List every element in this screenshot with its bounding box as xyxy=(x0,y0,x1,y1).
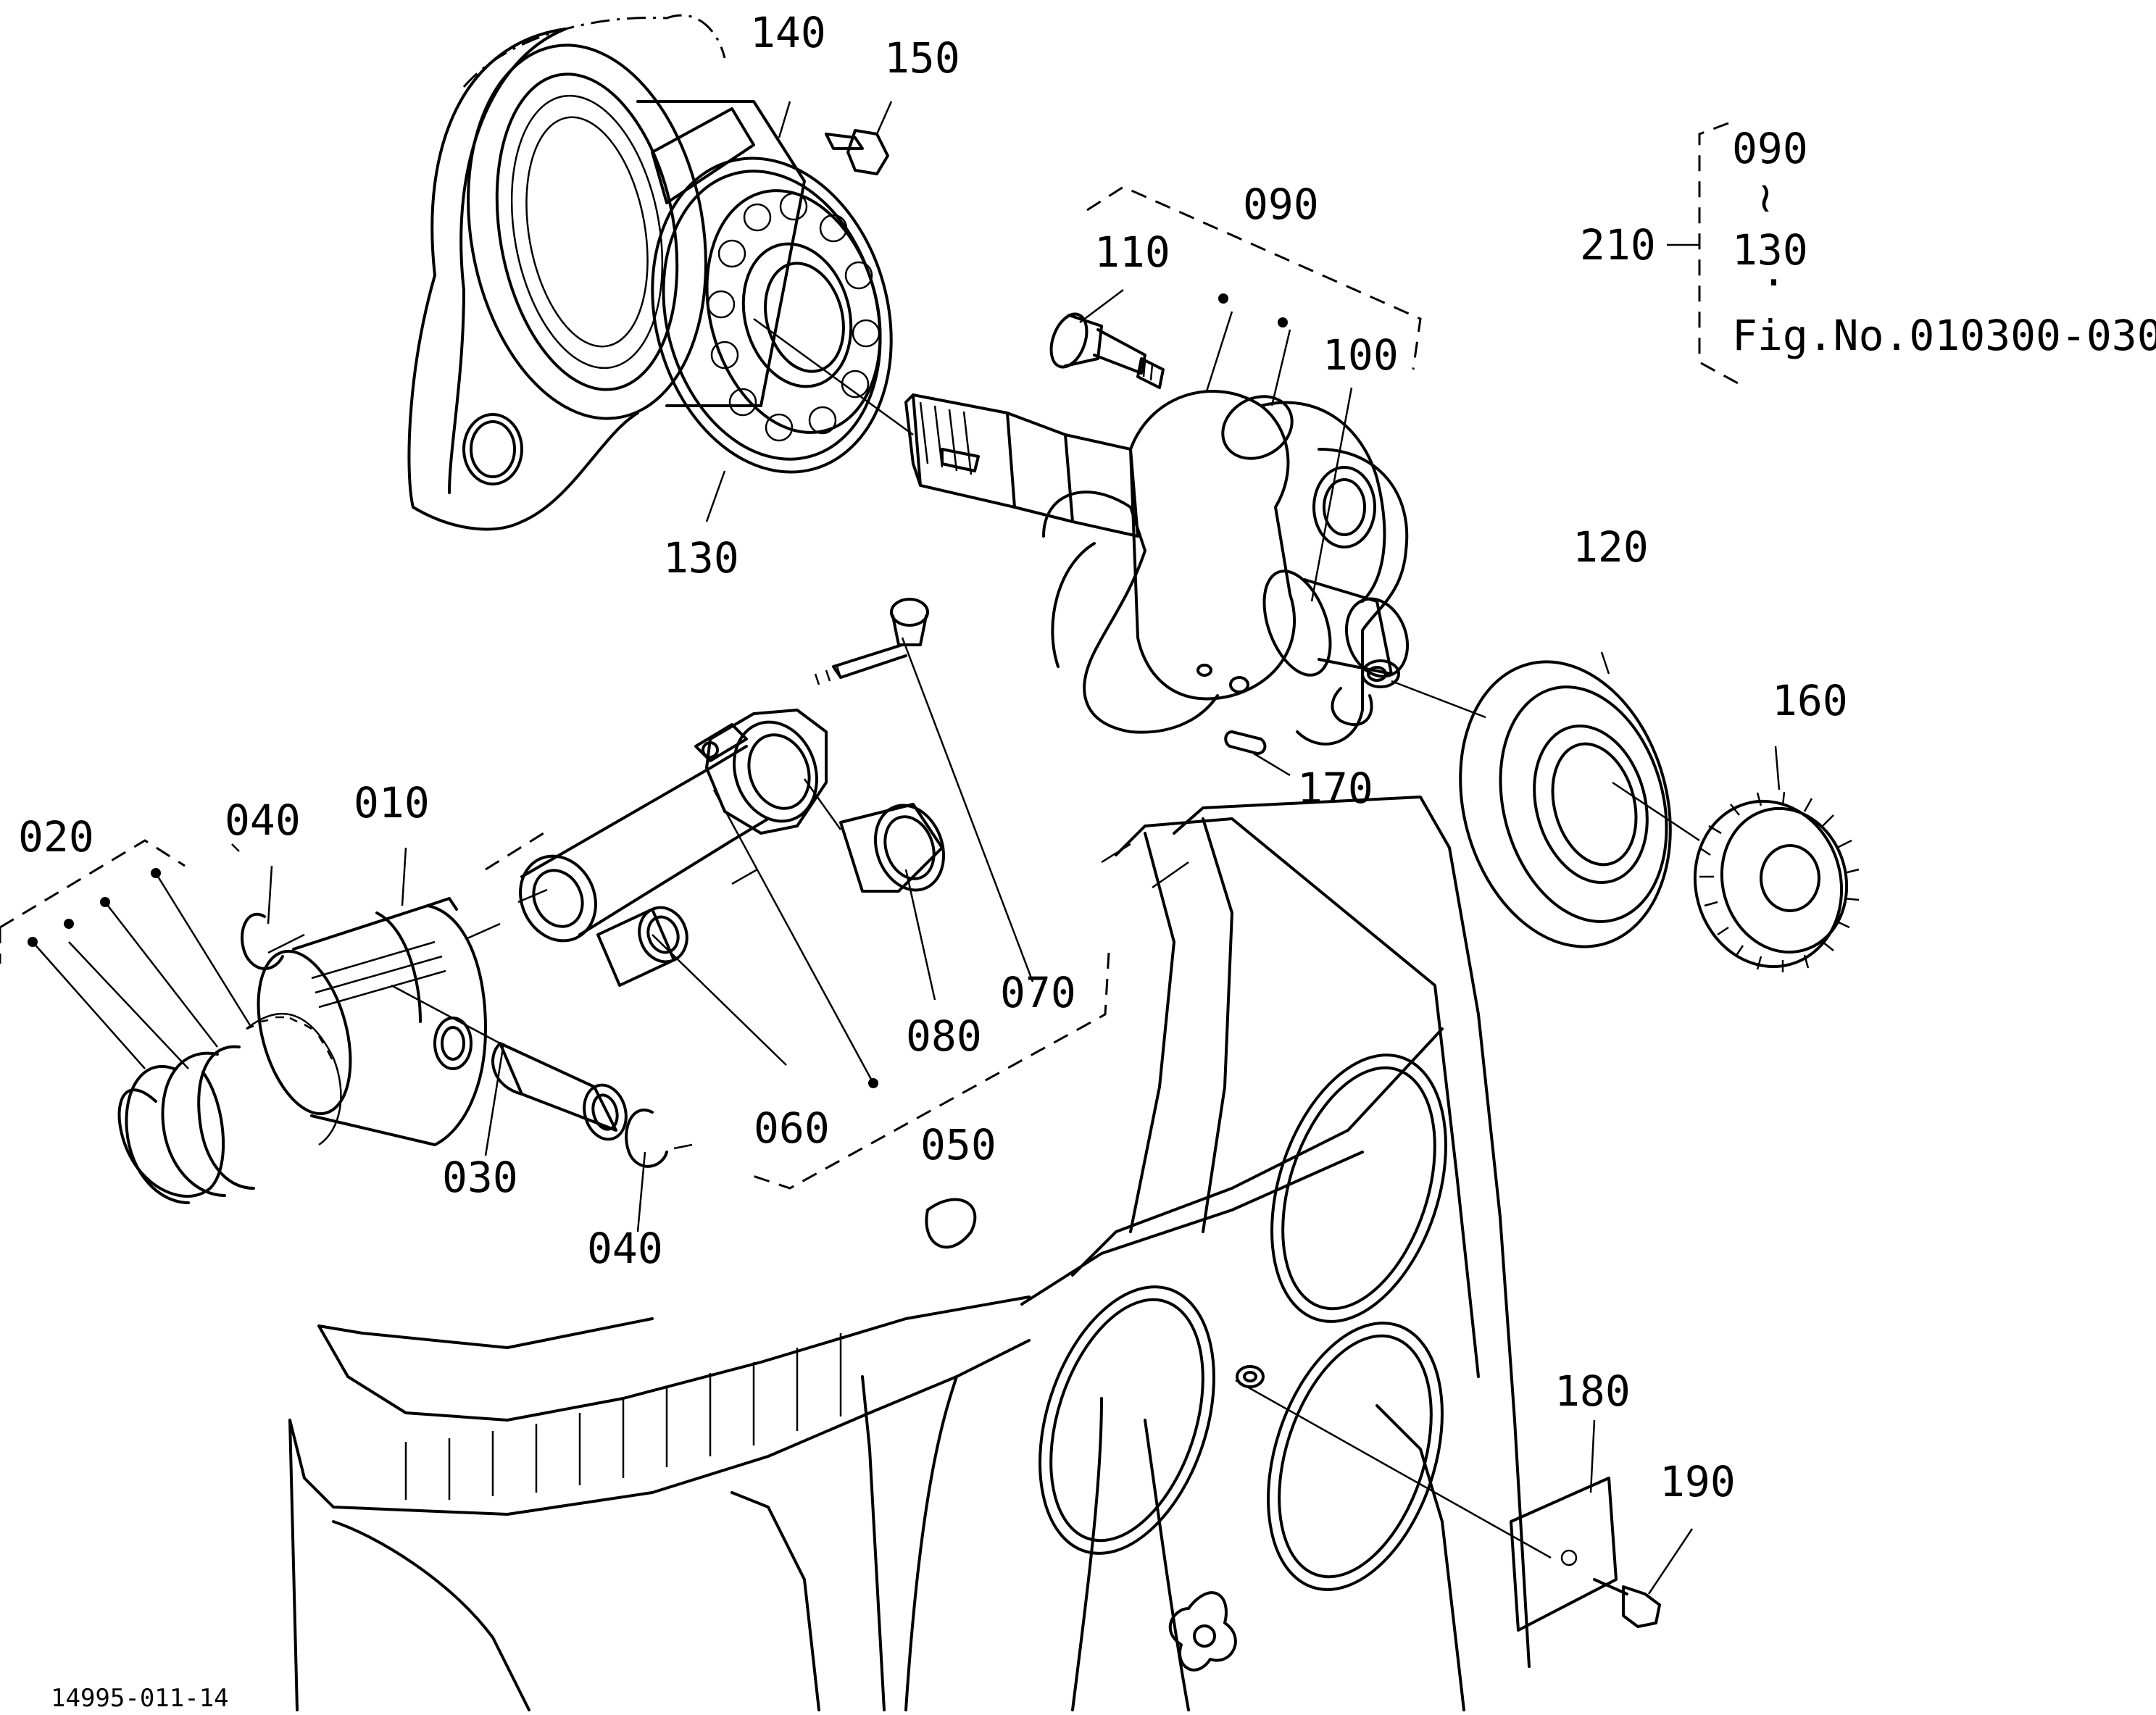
label-140: 140 xyxy=(750,8,826,57)
label-110: 110 xyxy=(1094,228,1170,277)
label-080: 080 xyxy=(906,1011,982,1061)
group-bracket-020 xyxy=(0,839,186,964)
label-070: 070 xyxy=(1000,968,1076,1017)
screw-190 xyxy=(1593,1578,1661,1628)
label-030: 030 xyxy=(442,1153,518,1202)
label-040-top: 040 xyxy=(225,796,301,845)
label-060: 060 xyxy=(754,1103,830,1153)
label-040-bottom: 040 xyxy=(587,1224,663,1273)
legend-figure-ref: Fig.No.010300-030 xyxy=(1732,311,2156,360)
label-050: 050 xyxy=(920,1120,996,1169)
ball-bearing-120 xyxy=(1459,660,1672,948)
snap-ring-040-right xyxy=(625,1109,668,1168)
leader-lines xyxy=(32,101,1781,1595)
label-120: 120 xyxy=(1573,522,1649,572)
legend-range-start: 090 xyxy=(1732,124,1808,173)
legend-range-end: 130 xyxy=(1732,225,1808,275)
label-160: 160 xyxy=(1772,676,1848,725)
group-bracket-050 xyxy=(485,832,1110,1190)
label-010: 010 xyxy=(354,778,430,827)
crankpin-bearing-080 xyxy=(839,803,946,893)
piston-010 xyxy=(257,897,487,1146)
label-100: 100 xyxy=(1323,330,1399,380)
legend-group-id: 210 xyxy=(1580,220,1656,270)
label-020: 020 xyxy=(18,812,94,861)
bolt-150 xyxy=(825,129,889,175)
crank-gear-160 xyxy=(1693,791,1860,972)
label-090: 090 xyxy=(1243,180,1319,229)
label-130: 130 xyxy=(663,533,739,583)
rod-bolt-070 xyxy=(814,598,929,685)
crankcase-block xyxy=(288,796,1531,1711)
label-190: 190 xyxy=(1660,1457,1736,1506)
label-150: 150 xyxy=(884,33,960,83)
part-labels: 140 150 130 090 110 100 120 160 170 070 … xyxy=(18,8,1848,1506)
label-180: 180 xyxy=(1554,1366,1631,1416)
key-170 xyxy=(1224,730,1267,755)
drawing-number: 14995-011-14 xyxy=(51,1684,229,1713)
legend-bullet: · xyxy=(1761,258,1786,307)
connecting-rod-050 xyxy=(519,709,828,943)
piston-pin-030 xyxy=(491,1042,628,1141)
piston-rings-020 xyxy=(117,1012,342,1204)
bearing-housing xyxy=(407,14,806,531)
crankshaft-100 xyxy=(904,390,1410,746)
ball-bearing-130 xyxy=(651,157,893,474)
snap-ring-040-left xyxy=(241,912,284,970)
legend-block: 210 090 ≀ 130 · Fig.No.010300-030 xyxy=(1580,122,2156,385)
name-plate-180 xyxy=(1510,1477,1618,1632)
group-bracket-090 xyxy=(1086,185,1422,370)
label-170: 170 xyxy=(1297,764,1373,813)
legend-range-tilde: ≀ xyxy=(1757,172,1773,222)
bolt-110 xyxy=(1049,312,1165,389)
